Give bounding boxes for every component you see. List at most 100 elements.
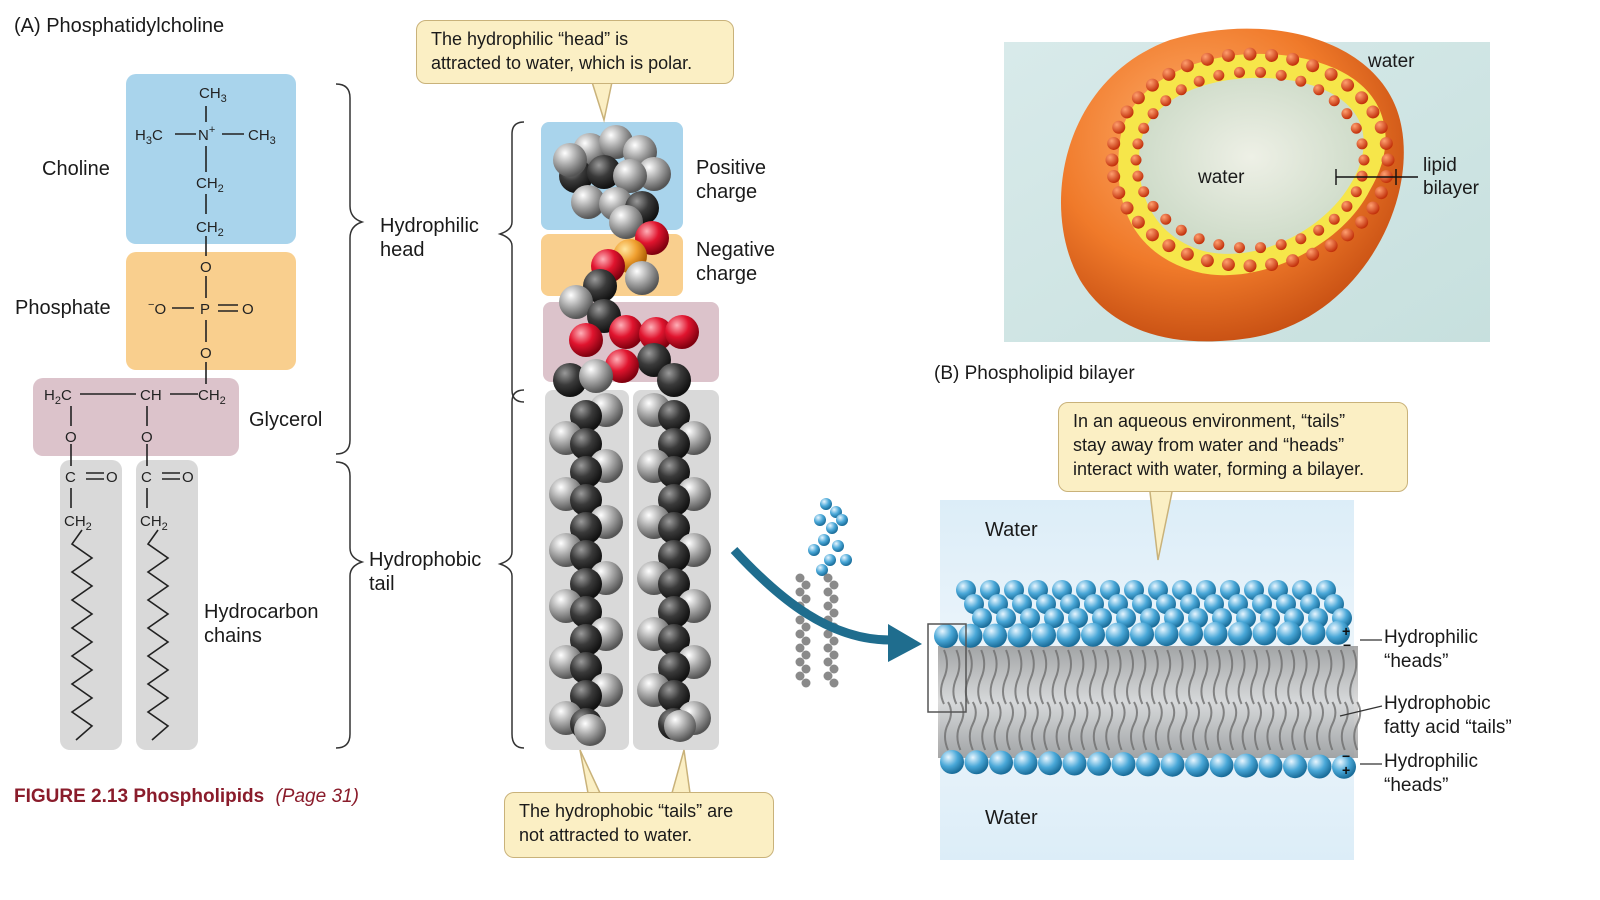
- lipid-head: [958, 623, 983, 648]
- lipid-head: [1038, 751, 1062, 776]
- glycerol-box: [33, 378, 239, 456]
- lipid-tail: [1299, 649, 1308, 705]
- mini-head-atom: [814, 514, 826, 526]
- mini-tail-atom: [829, 580, 839, 590]
- svg-text:O: O: [182, 469, 194, 486]
- lipid-tail: [1216, 701, 1225, 751]
- lipid-tail: [1291, 701, 1300, 751]
- atom: [658, 428, 690, 460]
- vesicle-bead: [1265, 258, 1279, 272]
- vesicle-bead: [1107, 170, 1121, 184]
- svg-text:P: P: [200, 301, 210, 318]
- svg-text:C: C: [65, 469, 76, 486]
- lipid-tail: [1266, 701, 1275, 751]
- head-brace-left: [335, 83, 365, 455]
- atom: [658, 456, 690, 488]
- negative-charge-line2: charge: [696, 263, 758, 285]
- mini-head-atom: [808, 544, 820, 556]
- vesicle-bead: [1105, 153, 1119, 167]
- lipid-tail: [1192, 701, 1200, 751]
- mini-head-atom: [836, 514, 848, 526]
- vesicle-bead: [1341, 228, 1355, 242]
- figure-caption-label: FIGURE 2.13 Phospholipids: [14, 786, 265, 807]
- vesicle-bead: [1286, 52, 1300, 66]
- vesicle-bead: [1160, 95, 1172, 107]
- svg-text:CH2: CH2: [196, 175, 224, 195]
- mini-tail-atom: [801, 664, 811, 674]
- atom: [579, 359, 613, 393]
- lipid-tail: [1113, 649, 1122, 705]
- vesicle-bead: [1132, 138, 1144, 150]
- lipid-head: [1326, 620, 1350, 645]
- atom: [570, 680, 602, 712]
- tail-box-1: [60, 460, 122, 750]
- lipid-tail: [989, 649, 998, 705]
- lipid-head: [934, 624, 958, 648]
- lipid-head: [1111, 752, 1136, 777]
- lipid-head: [1136, 752, 1160, 777]
- vesicle-water-inside: water: [1198, 167, 1245, 188]
- lipid-head: [1307, 754, 1332, 779]
- vesicle-bead: [1145, 78, 1159, 92]
- vesicle-bead: [1107, 136, 1121, 150]
- lipid-head: [1301, 621, 1326, 645]
- atom: [613, 159, 647, 193]
- vesicle-bead: [1313, 84, 1325, 96]
- lipid-head: [996, 608, 1016, 628]
- vesicle-bead: [1358, 154, 1370, 166]
- vesicle-bead: [1356, 170, 1368, 182]
- transition-arrow: [730, 546, 891, 645]
- lipid-tail: [1278, 701, 1287, 751]
- vesicle-bead: [1213, 69, 1225, 81]
- mini-tail-atom: [801, 636, 811, 646]
- lipid-tail: [1064, 649, 1072, 705]
- svg-text:CH3: CH3: [248, 127, 276, 147]
- atom: [574, 714, 606, 746]
- callout-tail-line2: not attracted to water.: [519, 825, 693, 845]
- vesicle-bead: [1180, 59, 1194, 73]
- atom: [658, 512, 690, 544]
- lipid-tail: [1225, 649, 1234, 705]
- hydrophobic-tails-line2: fatty acid “tails”: [1384, 717, 1512, 738]
- mini-tail-atom: [795, 629, 805, 639]
- vesicle-water-outside: water: [1368, 51, 1415, 72]
- negative-charge-line1: Negative: [696, 239, 775, 261]
- vesicle-bead: [1295, 75, 1307, 87]
- atom: [657, 363, 691, 397]
- vesicle-bead: [1255, 66, 1267, 78]
- lipid-tail: [1287, 649, 1296, 705]
- structural-formula: CH3 H3C N+ CH3 CH2 CH2 O −O P O O H2C CH…: [33, 74, 296, 750]
- atom: [664, 710, 696, 742]
- negative-charge-label: Negative charge: [696, 238, 775, 286]
- vesicle-bead: [1328, 95, 1340, 107]
- lipid-tail: [1043, 701, 1052, 751]
- atom: [571, 185, 605, 219]
- lipid-tail: [1340, 701, 1349, 751]
- lipid-head: [1020, 608, 1040, 628]
- svg-text:CH: CH: [140, 387, 162, 404]
- mini-tail-atom: [823, 643, 833, 653]
- hydrophilic-head-line1: Hydrophilic: [380, 215, 479, 237]
- positive-charge-label: Positive charge: [696, 156, 766, 204]
- bilayer-selection-square: [927, 623, 967, 713]
- atom: [658, 484, 690, 516]
- callout-head-line1: The hydrophilic “head” is: [431, 29, 629, 49]
- svg-text:O: O: [106, 469, 118, 486]
- callout-hydrophobic-tails: The hydrophobic “tails” are not attracte…: [504, 792, 774, 858]
- callout-tail-line1: The hydrophobic “tails” are: [519, 801, 734, 821]
- vesicle-bead: [1180, 247, 1194, 261]
- mini-tail-atom: [801, 580, 811, 590]
- mini-head-atom: [818, 534, 830, 546]
- lipid-tail: [944, 701, 952, 751]
- svg-text:CH2: CH2: [198, 387, 226, 407]
- lipid-tail: [1150, 649, 1159, 705]
- tail-box-2: [136, 460, 198, 750]
- atom: [570, 512, 602, 544]
- mini-tail-atom: [829, 608, 839, 618]
- positive-charge-line1: Positive: [696, 157, 767, 179]
- hydrophilic-heads-bottom-line2: “heads”: [1384, 775, 1449, 796]
- lipid-tail: [956, 701, 965, 751]
- vesicle-bead: [1221, 258, 1235, 272]
- lipid-tail: [1241, 701, 1250, 751]
- svg-text:O: O: [200, 345, 212, 362]
